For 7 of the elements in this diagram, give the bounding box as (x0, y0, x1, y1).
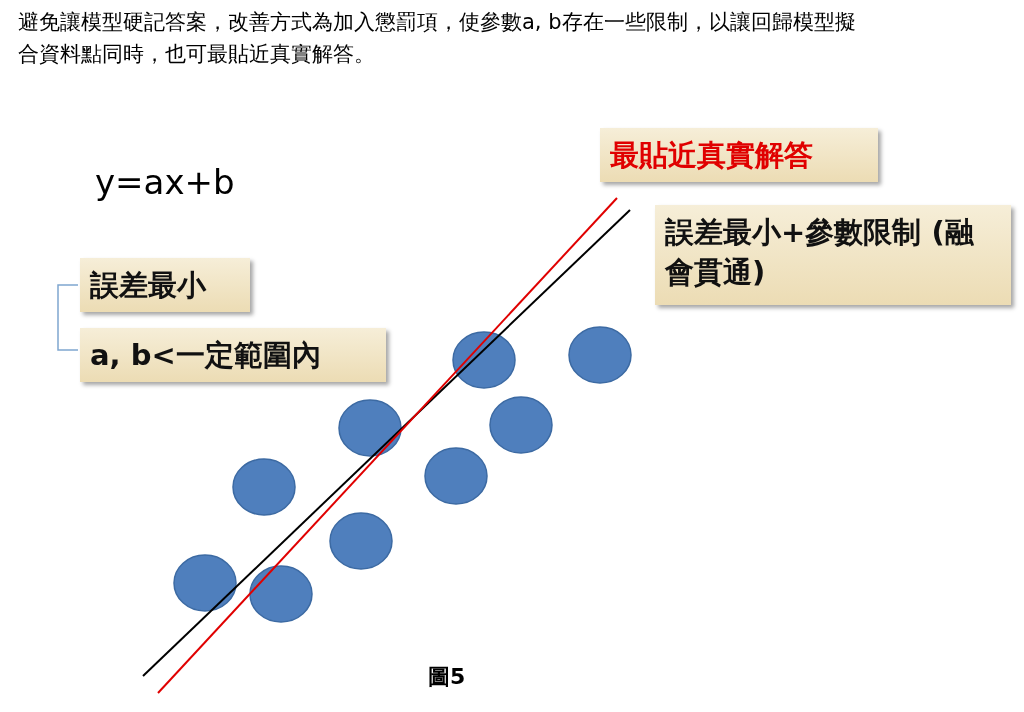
title-text: 避免讓模型硬記答案，改善方式為加入懲罰項，使參數a, b存在一些限制，以讓回歸模型擬合資料點同時，也可最貼近真實解答。 (18, 9, 857, 68)
label-box: a, b<一定範圍內 (80, 328, 386, 382)
label-box: 誤差最小+參數限制 (融會貫通) (655, 205, 1011, 305)
label-box: 誤差最小 (80, 258, 250, 312)
label-box: 最貼近真實解答 (600, 128, 878, 182)
equation-text: y=ax+b (95, 162, 235, 202)
figure-caption: 圖5 (428, 663, 466, 691)
